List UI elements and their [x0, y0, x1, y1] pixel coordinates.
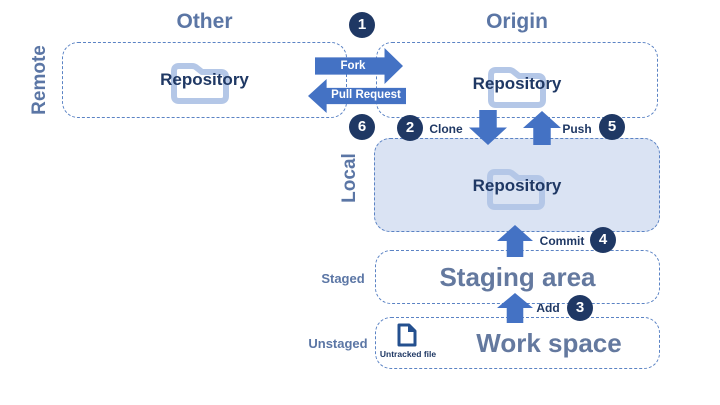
origin-repository-label: Repository — [472, 74, 562, 93]
folder-icon — [484, 160, 548, 212]
commit-arrow-label: Commit — [539, 234, 585, 248]
untracked-file-icon — [396, 322, 418, 348]
local-repository-label: Repository — [472, 176, 562, 195]
step-badge-6: 6 — [349, 114, 375, 140]
column-title-origin: Origin — [486, 10, 548, 33]
staging-area-title: Staging area — [439, 262, 596, 292]
workspace-box — [375, 317, 660, 369]
row-label-unstaged: Unstaged — [308, 336, 368, 351]
column-title-other: Other — [176, 10, 233, 33]
workspace-title: Work space — [476, 328, 622, 358]
push-arrow-label: Push — [562, 122, 592, 136]
side-label-remote: Remote — [29, 45, 50, 115]
side-label-local: Local — [339, 153, 360, 203]
step-badge-5: 5 — [599, 114, 625, 140]
row-label-staged: Staged — [321, 271, 365, 286]
add-arrow-label: Add — [536, 301, 560, 315]
folder-icon — [485, 58, 549, 110]
folder-icon — [168, 54, 232, 106]
step-badge-1: 1 — [349, 12, 375, 38]
pull-request-arrow-label: Pull Request — [331, 89, 401, 101]
step-badge-2: 2 — [397, 115, 423, 141]
step-badge-4: 4 — [590, 227, 616, 253]
fork-arrow-label: Fork — [340, 60, 366, 72]
untracked-file-caption: Untracked file — [379, 349, 437, 359]
other-repository-label: Repository — [160, 70, 249, 89]
step-badge-3: 3 — [567, 295, 593, 321]
clone-arrow-label: Clone — [429, 122, 463, 136]
